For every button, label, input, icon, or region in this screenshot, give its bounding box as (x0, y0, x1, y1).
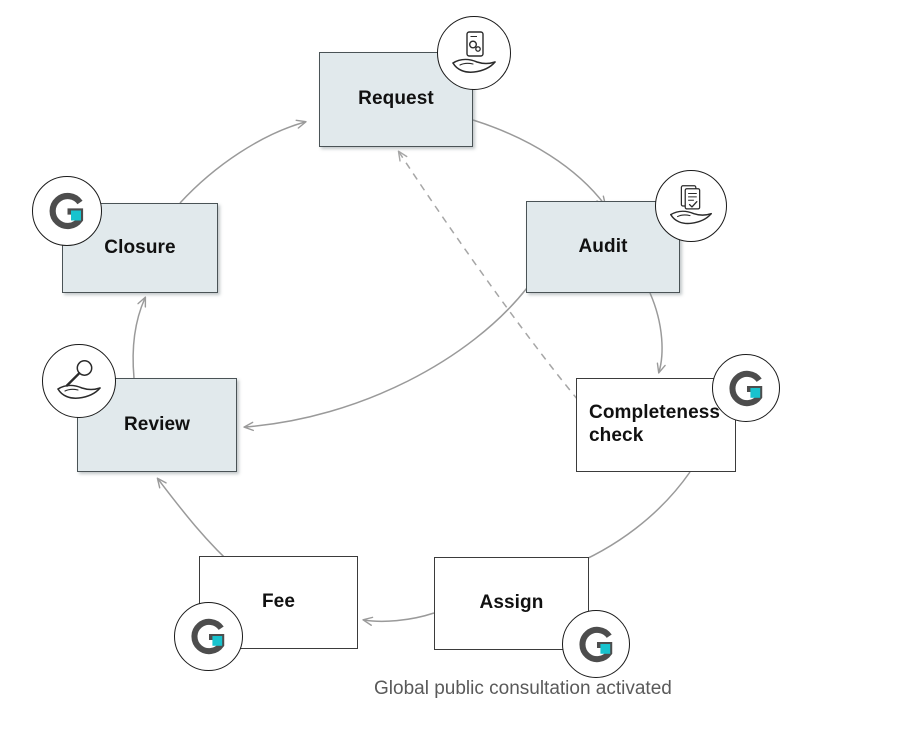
edge-closure-to-request (179, 119, 307, 204)
node-review-label: Review (123, 413, 191, 435)
node-assign-label: Assign (479, 592, 544, 614)
hand-magnifier-icon (42, 344, 116, 418)
node-review[interactable]: Review (77, 378, 237, 472)
node-request[interactable]: Request (319, 52, 473, 147)
node-audit-label: Audit (578, 235, 628, 257)
node-completeness-check-label: Completeness check (589, 402, 721, 446)
node-closure-label: Closure (104, 236, 176, 258)
edge-completeness-to-assign (564, 471, 691, 570)
edge-audit-to-review (243, 287, 528, 432)
g-logo-icon (174, 602, 243, 671)
hand-documents-check-icon (655, 170, 727, 242)
node-fee-label: Fee (261, 591, 296, 613)
node-completeness-check[interactable]: Completeness check (576, 378, 736, 472)
node-audit[interactable]: Audit (526, 201, 680, 293)
edge-assign-to-fee (362, 612, 435, 626)
g-logo-icon (712, 354, 780, 422)
diagram-caption: Global public consultation activated (374, 678, 672, 699)
g-logo-icon (562, 610, 630, 678)
hand-document-icon (437, 16, 511, 90)
node-request-label: Request (358, 88, 434, 110)
node-fee[interactable]: Fee (199, 556, 358, 649)
g-logo-icon (32, 176, 102, 246)
edge-review-to-closure (132, 296, 147, 379)
edge-audit-to-completeness (649, 292, 666, 374)
edge-request-to-audit (472, 119, 607, 207)
